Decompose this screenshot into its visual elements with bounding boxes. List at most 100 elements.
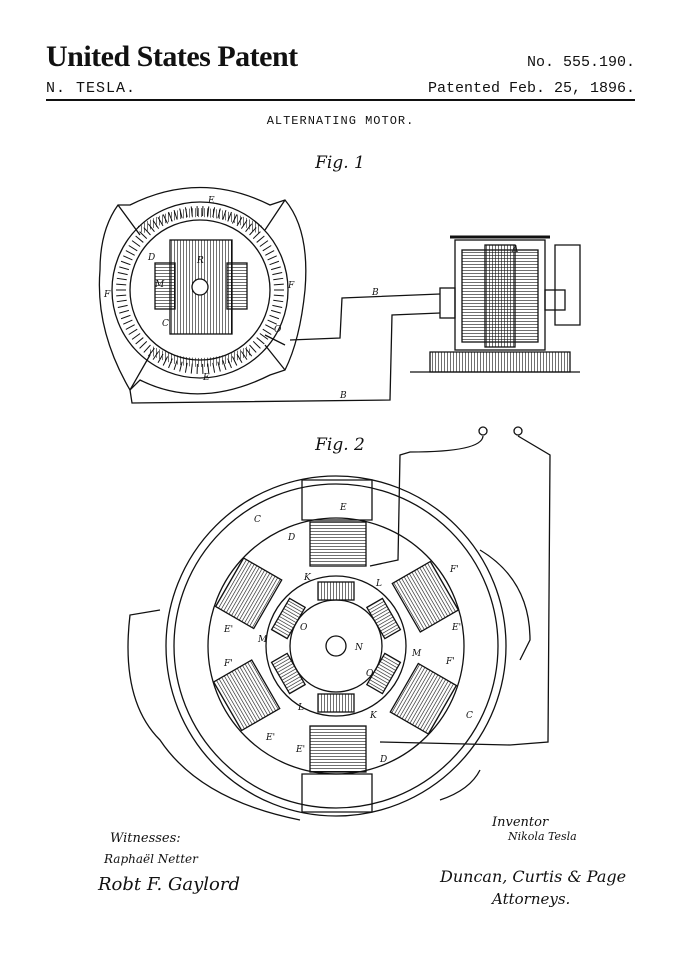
label-e-bottom: E xyxy=(202,373,210,383)
label-f-right: F xyxy=(287,281,295,291)
label-m-right: M xyxy=(411,649,422,659)
label-l-bottom: L xyxy=(297,703,304,713)
coil-tooth xyxy=(131,240,141,247)
fig1-generator xyxy=(410,235,581,373)
coil-tooth xyxy=(267,319,277,325)
witness-2-signature: Robt F. Gaylord xyxy=(97,874,240,895)
coil-tooth xyxy=(139,341,148,349)
label-e-top: E xyxy=(339,503,347,513)
coil-tooth xyxy=(262,328,272,335)
fig1-wire-lower xyxy=(129,312,441,404)
label-m: M xyxy=(154,280,165,290)
inventor-name: N. TESLA. xyxy=(46,80,137,97)
signatures: Witnesses: Raphaël Netter Robt F. Gaylor… xyxy=(97,815,626,908)
coil-tooth xyxy=(116,283,127,286)
coil-tooth xyxy=(267,255,277,261)
coil-tooth xyxy=(125,324,135,330)
coil-tooth xyxy=(120,314,131,320)
label-f-left: F' xyxy=(223,659,233,669)
coil-tooth xyxy=(119,309,130,314)
fig2-label: Fig. 2 xyxy=(314,435,365,455)
coil-tooth xyxy=(273,299,284,303)
coil-tooth xyxy=(273,294,284,297)
fig1-wire-upper xyxy=(289,293,441,341)
attorneys-signature: Duncan, Curtis & Page xyxy=(439,867,626,886)
fig1-motor xyxy=(98,186,307,395)
coil-tooth xyxy=(259,333,269,340)
coil-tooth xyxy=(128,245,138,252)
coil-tooth xyxy=(270,266,281,271)
coil-tooth xyxy=(259,240,269,247)
label-r: R xyxy=(196,256,204,266)
coil-tooth xyxy=(272,272,283,276)
label-m-left: M xyxy=(257,635,268,645)
coil-tooth xyxy=(139,231,148,239)
coil-tooth xyxy=(265,250,275,256)
coil-tooth xyxy=(116,299,127,303)
coil-tooth xyxy=(116,294,127,297)
fig1-label: Fig. 1 xyxy=(314,153,365,173)
witness-1-signature: Raphaël Netter xyxy=(103,852,199,866)
witnesses-label: Witnesses: xyxy=(110,831,181,846)
coil-tooth xyxy=(270,309,281,314)
coil-tooth xyxy=(125,250,135,256)
label-d-top: D xyxy=(287,533,295,543)
label-n: N xyxy=(354,643,364,653)
label-l-top: L xyxy=(375,579,382,589)
label-d-bottom: D xyxy=(379,755,387,765)
label-e1-right: E' xyxy=(451,623,461,633)
coil-tooth xyxy=(135,235,144,243)
label-d: D xyxy=(147,253,155,263)
label-e1-left: E' xyxy=(223,625,233,635)
coil-tooth xyxy=(135,337,144,345)
coil-tooth xyxy=(123,255,133,261)
label-c-left: C xyxy=(254,515,261,525)
coil-tooth xyxy=(252,341,261,349)
label-o: O xyxy=(274,325,282,335)
coil-tooth xyxy=(273,277,284,281)
coil-tooth xyxy=(269,314,280,320)
label-k-bottom: K xyxy=(369,711,378,721)
coil-tooth xyxy=(117,272,128,276)
invention-title: ALTERNATING MOTOR. xyxy=(266,114,415,128)
fig2-motor xyxy=(127,475,531,821)
fig2-labels: E D C C F' K L E' E' M O N O M F' F' L K… xyxy=(223,503,473,765)
label-f1-right: F' xyxy=(445,657,455,667)
label-b2: B xyxy=(339,391,347,401)
label-k-top: K xyxy=(303,573,312,583)
patent-number: No. 555.190. xyxy=(526,54,635,71)
coil-tooth xyxy=(272,304,283,308)
coil-tooth xyxy=(128,328,138,335)
coil-tooth xyxy=(143,344,151,353)
fig2-wires xyxy=(369,426,551,746)
coil-tooth xyxy=(252,231,261,239)
header-rule xyxy=(46,99,635,101)
label-f-left: F xyxy=(103,290,111,300)
coil-tooth xyxy=(262,245,272,252)
label-e-bottom: E' xyxy=(265,733,275,743)
inventor-signature: Nikola Tesla xyxy=(507,830,577,843)
coil-tooth xyxy=(249,344,257,353)
coil-tooth xyxy=(123,319,133,325)
coil-tooth xyxy=(119,266,130,271)
label-e-bottom2: E' xyxy=(295,745,305,755)
label-o-right: O xyxy=(366,669,374,679)
coil-tooth xyxy=(131,333,141,340)
label-c: C xyxy=(162,319,169,329)
label-f-right: F' xyxy=(449,565,459,575)
inventor-label: Inventor xyxy=(491,815,549,830)
coil-tooth xyxy=(273,283,284,286)
coil-tooth xyxy=(256,337,265,345)
attorneys-label: Attorneys. xyxy=(490,890,570,908)
label-e: E xyxy=(207,196,215,206)
coil-tooth xyxy=(256,235,265,243)
label-o-left: O xyxy=(300,623,308,633)
label-c-right: C xyxy=(466,711,473,721)
coil-tooth xyxy=(265,324,275,330)
coil-tooth xyxy=(117,304,128,308)
patent-date: Patented Feb. 25, 1896. xyxy=(427,80,635,97)
label-b1: B xyxy=(371,288,379,298)
coil-tooth xyxy=(116,277,127,281)
coil-tooth xyxy=(120,260,131,266)
